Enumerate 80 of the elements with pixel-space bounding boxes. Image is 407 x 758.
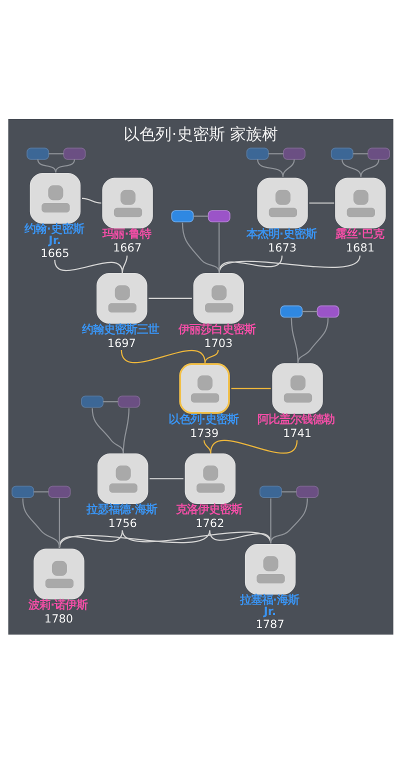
- node-label: 1739: [190, 426, 219, 440]
- connector: [148, 297, 192, 298]
- diagram-title: 以色列·史密斯 家族树: [124, 124, 278, 143]
- node-label: 拉瑟福德·海斯: [86, 502, 157, 516]
- node-box: [171, 210, 194, 222]
- node-box: [48, 485, 71, 498]
- node-box: [26, 147, 50, 160]
- connector: [37, 158, 56, 172]
- connector: [103, 400, 118, 402]
- node-label: 1780: [44, 612, 74, 625]
- connector: [203, 440, 212, 453]
- node-label: 1787: [256, 618, 284, 631]
- node-box: [280, 304, 303, 318]
- node-label: 拉塞福·海斯 Jr.: [240, 593, 300, 618]
- node-box: [316, 304, 340, 318]
- connector: [48, 152, 64, 154]
- connector: [58, 530, 210, 548]
- connector: [268, 152, 284, 154]
- connector: [290, 318, 299, 363]
- connector: [209, 530, 272, 544]
- node-label: 1665: [40, 246, 70, 260]
- connector: [92, 408, 124, 453]
- connector: [193, 215, 208, 216]
- node-box: [81, 395, 104, 408]
- node-label: 露丝·巴克: [336, 226, 384, 240]
- connector: [150, 478, 184, 479]
- connector: [122, 530, 272, 544]
- connector: [210, 439, 298, 454]
- node-label: 1697: [107, 336, 136, 350]
- node-label: 1667: [112, 241, 142, 254]
- connector: [120, 349, 206, 363]
- node-label: 本杰明·史密斯: [246, 226, 317, 240]
- connector: [270, 498, 272, 543]
- node-label: 1762: [196, 516, 224, 530]
- connector: [182, 222, 220, 273]
- connector: [58, 498, 60, 548]
- connector: [360, 158, 380, 176]
- connector: [22, 498, 60, 548]
- connector: [218, 222, 220, 273]
- connector: [204, 349, 219, 363]
- connector: [82, 197, 102, 204]
- node-box: [259, 485, 282, 498]
- node-box: [208, 210, 230, 222]
- node-label: 1703: [204, 336, 233, 350]
- node-label: 伊丽莎白史密斯: [178, 322, 256, 336]
- connector: [282, 158, 295, 176]
- node-box: [12, 485, 34, 498]
- connector: [231, 387, 271, 389]
- connector: [297, 318, 329, 363]
- node-label: 阿比盖尔钱德勒: [258, 412, 335, 426]
- node-label: 约翰史密斯三世: [82, 322, 159, 336]
- connector: [282, 490, 297, 492]
- node-box: [368, 147, 390, 160]
- connector: [309, 202, 334, 204]
- connector: [218, 254, 361, 273]
- node-label: 以色列·史密斯: [168, 412, 239, 426]
- node-label: 1681: [346, 241, 375, 254]
- node-box: [282, 147, 306, 160]
- connector: [270, 498, 308, 544]
- node-label: 1756: [108, 516, 137, 530]
- connector: [55, 158, 76, 172]
- node-label: 约翰·史密斯 Jr.: [24, 222, 84, 246]
- node-box: [118, 395, 140, 408]
- node-box: [296, 485, 319, 498]
- node-box: [246, 147, 269, 160]
- connector: [54, 259, 123, 273]
- connector: [122, 255, 128, 273]
- connector: [352, 152, 368, 154]
- node-label: 克洛伊史密斯: [176, 502, 242, 516]
- connector: [257, 158, 284, 176]
- connector: [342, 158, 362, 176]
- node-label: 玛丽·鲁特: [102, 226, 151, 240]
- node-label: 波莉·诺伊斯: [28, 598, 88, 611]
- node-box: [330, 147, 354, 160]
- node-box: [63, 147, 86, 160]
- node-label: 1673: [268, 241, 297, 254]
- node-label: 1741: [282, 426, 312, 440]
- connector: [34, 490, 49, 492]
- connector: [122, 408, 130, 453]
- connector: [302, 310, 318, 312]
